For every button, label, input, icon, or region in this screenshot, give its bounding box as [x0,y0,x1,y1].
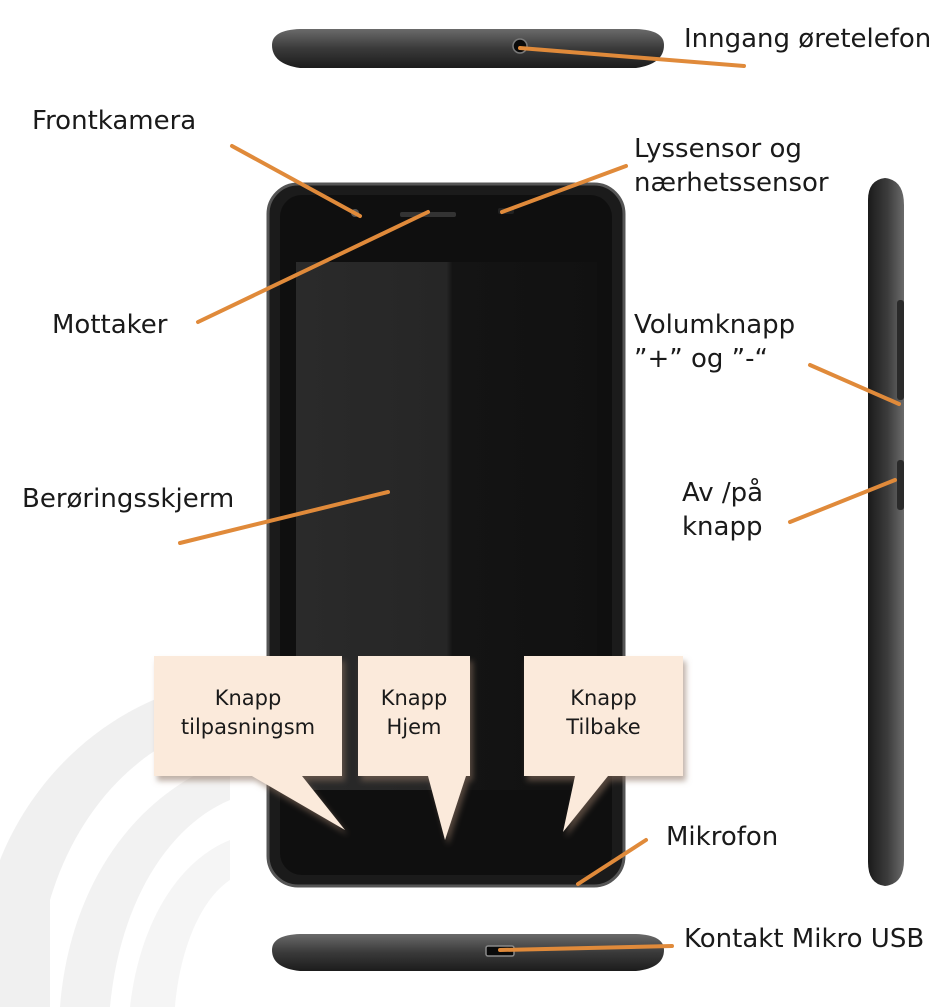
label-volume: Volumknapp ”+” og ”-“ [634,308,795,376]
leader-line-headphone [518,46,746,68]
leader-line-receiver [196,210,430,324]
leader-lines [178,46,901,952]
label-sensor-line2: nærhetssensor [634,168,829,198]
label-power-line2: knapp [682,512,763,542]
label-touchscreen: Berøringsskjerm [22,484,235,514]
label-usb: Kontakt Mikro USB [684,924,925,954]
receiver-slot [400,212,456,217]
leader-line-touchscreen [178,490,390,545]
callout-back-line2: Tilbake [566,715,641,739]
callout-menu-line1: Knapp [214,686,282,710]
leader-line-front-camera [230,144,362,218]
leader-line-volume [808,363,901,406]
callout-menu-line2: tilpasningsm [180,715,316,739]
label-power-line1: Av /på [682,478,764,508]
label-front-camera: Frontkamera [32,106,197,136]
leader-line-usb [498,944,674,952]
phone-bottom-edge [272,934,664,971]
leader-line-power [788,478,897,524]
power-button [897,460,904,510]
volume-button [897,300,904,400]
callout-menu-button: Knapp tilpasningsm [154,684,342,742]
label-power: Av /på knapp [682,476,763,544]
label-volume-line2: ”+” og ”-“ [634,344,768,374]
label-headphone-jack: Inngang øretelefon [684,24,932,54]
label-receiver: Mottaker [52,310,168,340]
leader-line-microphone [576,838,648,886]
callout-home-line2: Hjem [386,715,442,739]
label-volume-line1: Volumknapp [634,310,796,340]
callout-back-line1: Knapp [570,686,637,710]
headphone-jack-icon [512,38,528,54]
leader-line-sensor [500,164,628,214]
phone-side [868,178,904,886]
callout-back-bubble [524,656,683,832]
callout-home-line1: Knapp [380,686,448,710]
callout-menu-bubble [154,656,345,830]
callout-home-button: Knapp Hjem [358,684,470,742]
label-sensor-line1: Lyssensor og [634,134,802,164]
callout-back-button: Knapp Tilbake [524,684,683,742]
label-sensor: Lyssensor og nærhetssensor [634,132,829,200]
phone-top-edge [272,29,664,68]
callout-home-bubble [358,656,470,840]
label-microphone: Mikrofon [666,822,779,852]
